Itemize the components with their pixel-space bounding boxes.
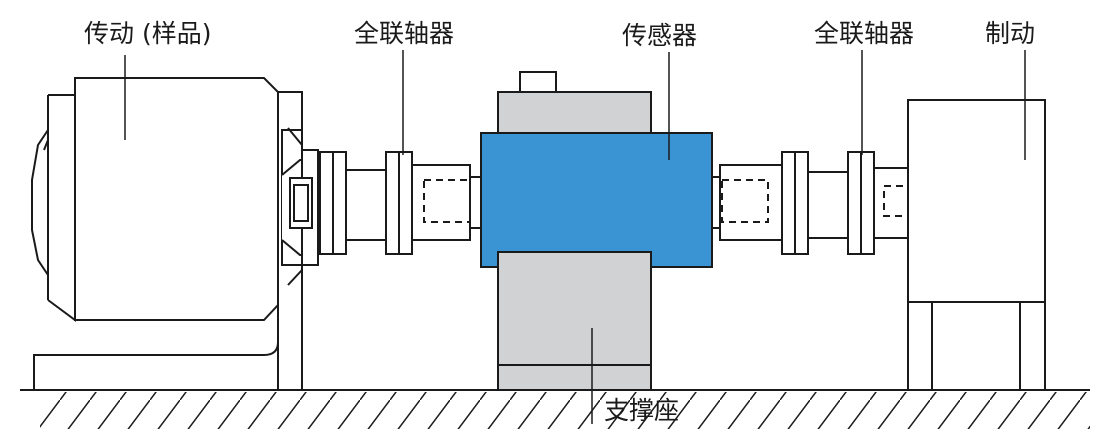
brake-label: 制动 (985, 19, 1036, 48)
torque-sensor (480, 71, 713, 391)
coupling-left-label: 全联轴器 (354, 19, 455, 48)
drive-sample-label: 传动 (样品) (84, 19, 212, 48)
brake-unit (907, 99, 1046, 390)
drive-motor (31, 77, 319, 391)
leader-lines (124, 50, 1026, 424)
sensor-label: 传感器 (622, 21, 698, 50)
coupling-right (712, 151, 909, 255)
support-label: 支撑座 (604, 396, 680, 425)
coupling-left (317, 151, 481, 255)
ground (20, 389, 1090, 429)
coupling-right-label: 全联轴器 (814, 19, 915, 48)
